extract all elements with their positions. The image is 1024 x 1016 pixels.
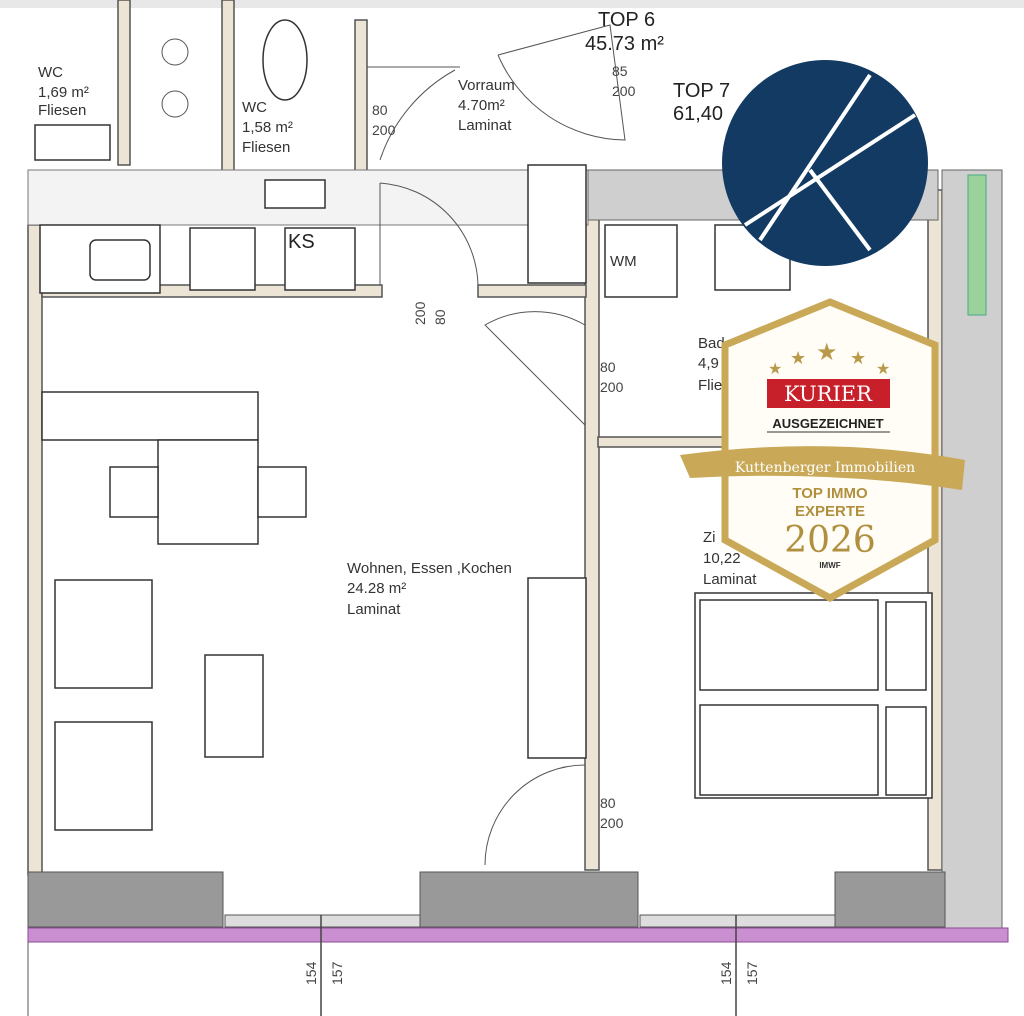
wohnen-area: 24.28 m² (347, 580, 406, 597)
svg-text:★: ★ (816, 339, 838, 366)
wc2-area: 1,58 m² (242, 119, 293, 136)
wc2-name: WC (242, 99, 267, 116)
doors (367, 24, 626, 866)
bad-name: Bad (698, 335, 725, 352)
bad-area: 4,9 (698, 355, 719, 372)
wc2-floor: Fliesen (242, 139, 290, 156)
badge-line1: TOP IMMO (792, 485, 868, 502)
window2-dim-b: 157 (744, 961, 760, 985)
zimmer-name: Zi (703, 529, 716, 546)
top7-name: TOP 7 (673, 80, 730, 102)
badge-source: IMWF (819, 561, 840, 570)
badge-line2: EXPERTE (795, 503, 865, 520)
washer-label: WM (610, 253, 637, 270)
svg-text:★: ★ (768, 361, 782, 378)
wc2-door-height: 200 (372, 122, 396, 138)
k-monogram-logo (722, 60, 928, 266)
award-badge: ★ ★ ★ ★ ★ KURIER AUSGEZEICHNET Kuttenber… (680, 298, 965, 602)
wc1-area: 1,69 m² (38, 84, 89, 101)
top-edge (0, 0, 1024, 8)
zimmer-floor: Laminat (703, 571, 757, 588)
top6-door-height: 200 (612, 83, 636, 99)
vorraum-area: 4.70m² (458, 97, 505, 114)
fridge-label: KS (288, 231, 315, 253)
top6-door-width: 85 (612, 63, 628, 79)
bad-floor: Flie (698, 377, 722, 394)
top7-area: 61,40 (673, 103, 723, 125)
zimmer-door-height: 200 (600, 815, 624, 831)
entry-door-height: 200 (412, 301, 428, 325)
badge-ribbon (680, 446, 965, 490)
top6-area: 45.73 m² (585, 33, 664, 55)
zimmer-area: 10,22 (703, 550, 741, 567)
window2-dim-a: 154 (718, 961, 734, 985)
vorraum-name: Vorraum (458, 77, 515, 94)
wc2-door-width: 80 (372, 102, 388, 118)
wohnen-floor: Laminat (347, 601, 401, 618)
svg-text:★: ★ (790, 348, 806, 368)
badge-subtitle: AUSGEZEICHNET (772, 416, 883, 431)
vorraum-floor: Laminat (458, 117, 512, 134)
wc1-floor: Fliesen (38, 102, 86, 119)
badge-year: 2026 (784, 520, 876, 561)
five-stars-icon: ★ ★ ★ ★ ★ (768, 339, 890, 378)
badge-brand: KURIER (784, 382, 873, 406)
wc1-name: WC (38, 64, 63, 81)
svg-text:★: ★ (876, 361, 890, 378)
wohnen-name: Wohnen, Essen ,Kochen (347, 560, 512, 577)
zimmer-door-width: 80 (600, 795, 616, 811)
window1-dim-a: 154 (303, 961, 319, 985)
entry-door-width: 80 (432, 309, 448, 325)
bad-door-height: 200 (600, 379, 624, 395)
window1-dim-b: 157 (329, 961, 345, 985)
kurier-box (767, 379, 890, 408)
svg-text:★: ★ (850, 348, 866, 368)
bad-door-width: 80 (600, 359, 616, 375)
badge-ribbon-text: Kuttenberger Immobilien (735, 460, 915, 476)
top6-name: TOP 6 (598, 9, 655, 31)
